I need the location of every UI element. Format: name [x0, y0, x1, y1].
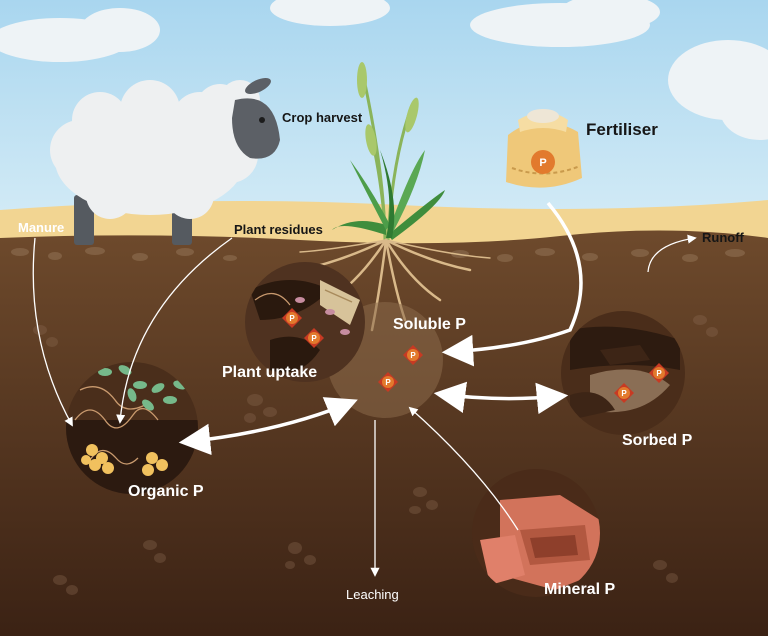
svg-text:P: P [539, 157, 546, 169]
fertiliser-sack [506, 109, 582, 188]
organic-p-circle [66, 362, 198, 494]
svg-text:P: P [311, 334, 317, 343]
plant-uptake-circle [245, 262, 365, 382]
mineral-p-label: Mineral P [544, 581, 616, 598]
manure-label: Manure [18, 220, 65, 235]
svg-text:P: P [385, 378, 391, 387]
soluble-p-label: Soluble P [393, 316, 466, 333]
organic-soluble-exchange-arrow [178, 397, 358, 456]
svg-text:P: P [289, 314, 295, 323]
leaching-label: Leaching [346, 587, 399, 602]
plant-uptake-label: Plant uptake [222, 364, 318, 381]
manure-arrow [32, 237, 73, 427]
plant-residues-arrow [116, 237, 233, 424]
runoff-label: Runoff [702, 230, 744, 245]
mineral-p-circle [472, 469, 600, 597]
phosphate-ion: P [282, 308, 302, 328]
svg-text:P: P [410, 351, 416, 360]
svg-text:P: P [621, 389, 627, 398]
phosphate-ions: P P P P P P P [282, 157, 669, 403]
fertiliser-p-badge: P [539, 157, 546, 169]
sheep-illustration [50, 77, 280, 245]
mineral-dissolution-arrow [408, 406, 519, 531]
phosphate-ion: P [378, 372, 398, 392]
pebble-band [11, 247, 745, 262]
sorbed-p-circle [561, 311, 685, 435]
organic-p-label: Organic P [128, 483, 204, 500]
fertiliser-label: Fertiliser [586, 120, 658, 139]
clouds [0, 0, 768, 140]
svg-text:P: P [656, 369, 662, 378]
phosphate-ion: P [403, 345, 423, 365]
wheat-plant [332, 62, 445, 241]
plant-residues-label: Plant residues [234, 222, 323, 237]
phosphate-ion: P [304, 328, 324, 348]
runoff-arrow [647, 234, 697, 273]
crop-harvest-label: Crop harvest [282, 110, 363, 125]
phosphate-ion: P [614, 383, 634, 403]
sorbed-p-label: Sorbed P [622, 432, 693, 449]
sorbed-soluble-exchange-arrow [433, 381, 569, 415]
fertiliser-arrow [441, 201, 583, 367]
phosphate-ion: P [649, 363, 669, 383]
flow-arrows [32, 201, 697, 577]
